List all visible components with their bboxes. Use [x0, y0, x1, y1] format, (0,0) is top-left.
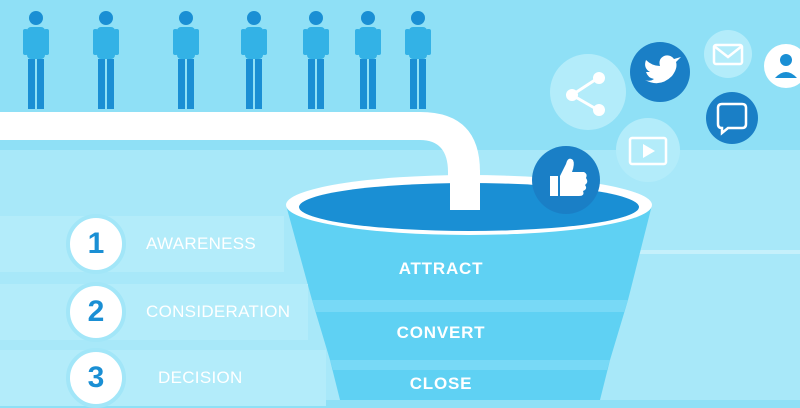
mail-icon — [704, 30, 752, 78]
person-figure — [241, 11, 267, 109]
person-figure — [23, 11, 49, 109]
funnel — [286, 170, 652, 400]
thumbs-up-icon — [532, 146, 600, 214]
person-figure — [303, 11, 329, 109]
chat-icon — [706, 92, 758, 144]
stage-row-awareness: 1 AWARENESS — [0, 214, 284, 274]
person-figure — [355, 11, 381, 109]
stage-number: 2 — [66, 282, 126, 342]
stage-number: 1 — [66, 214, 126, 274]
person-figure — [173, 11, 199, 109]
funnel-tier-close: CLOSE — [409, 374, 473, 393]
twitter-icon — [630, 42, 690, 102]
stage-row-consideration: 2 CONSIDERATION — [0, 282, 308, 342]
play-icon — [616, 118, 680, 182]
funnel-tier-convert: CONVERT — [396, 323, 486, 342]
social-icons — [532, 30, 800, 214]
people-row — [23, 11, 431, 109]
user-icon — [764, 44, 800, 88]
stage-label: CONSIDERATION — [146, 302, 291, 321]
stage-number: 3 — [66, 348, 126, 408]
stage-label: DECISION — [158, 368, 243, 387]
funnel-tier-attract: ATTRACT — [398, 259, 484, 278]
person-figure — [93, 11, 119, 109]
person-figure — [405, 11, 431, 109]
share-icon — [550, 54, 626, 130]
right-band-line — [620, 250, 800, 254]
stage-row-decision: 3 DECISION — [0, 348, 326, 408]
stage-label: AWARENESS — [146, 234, 257, 253]
